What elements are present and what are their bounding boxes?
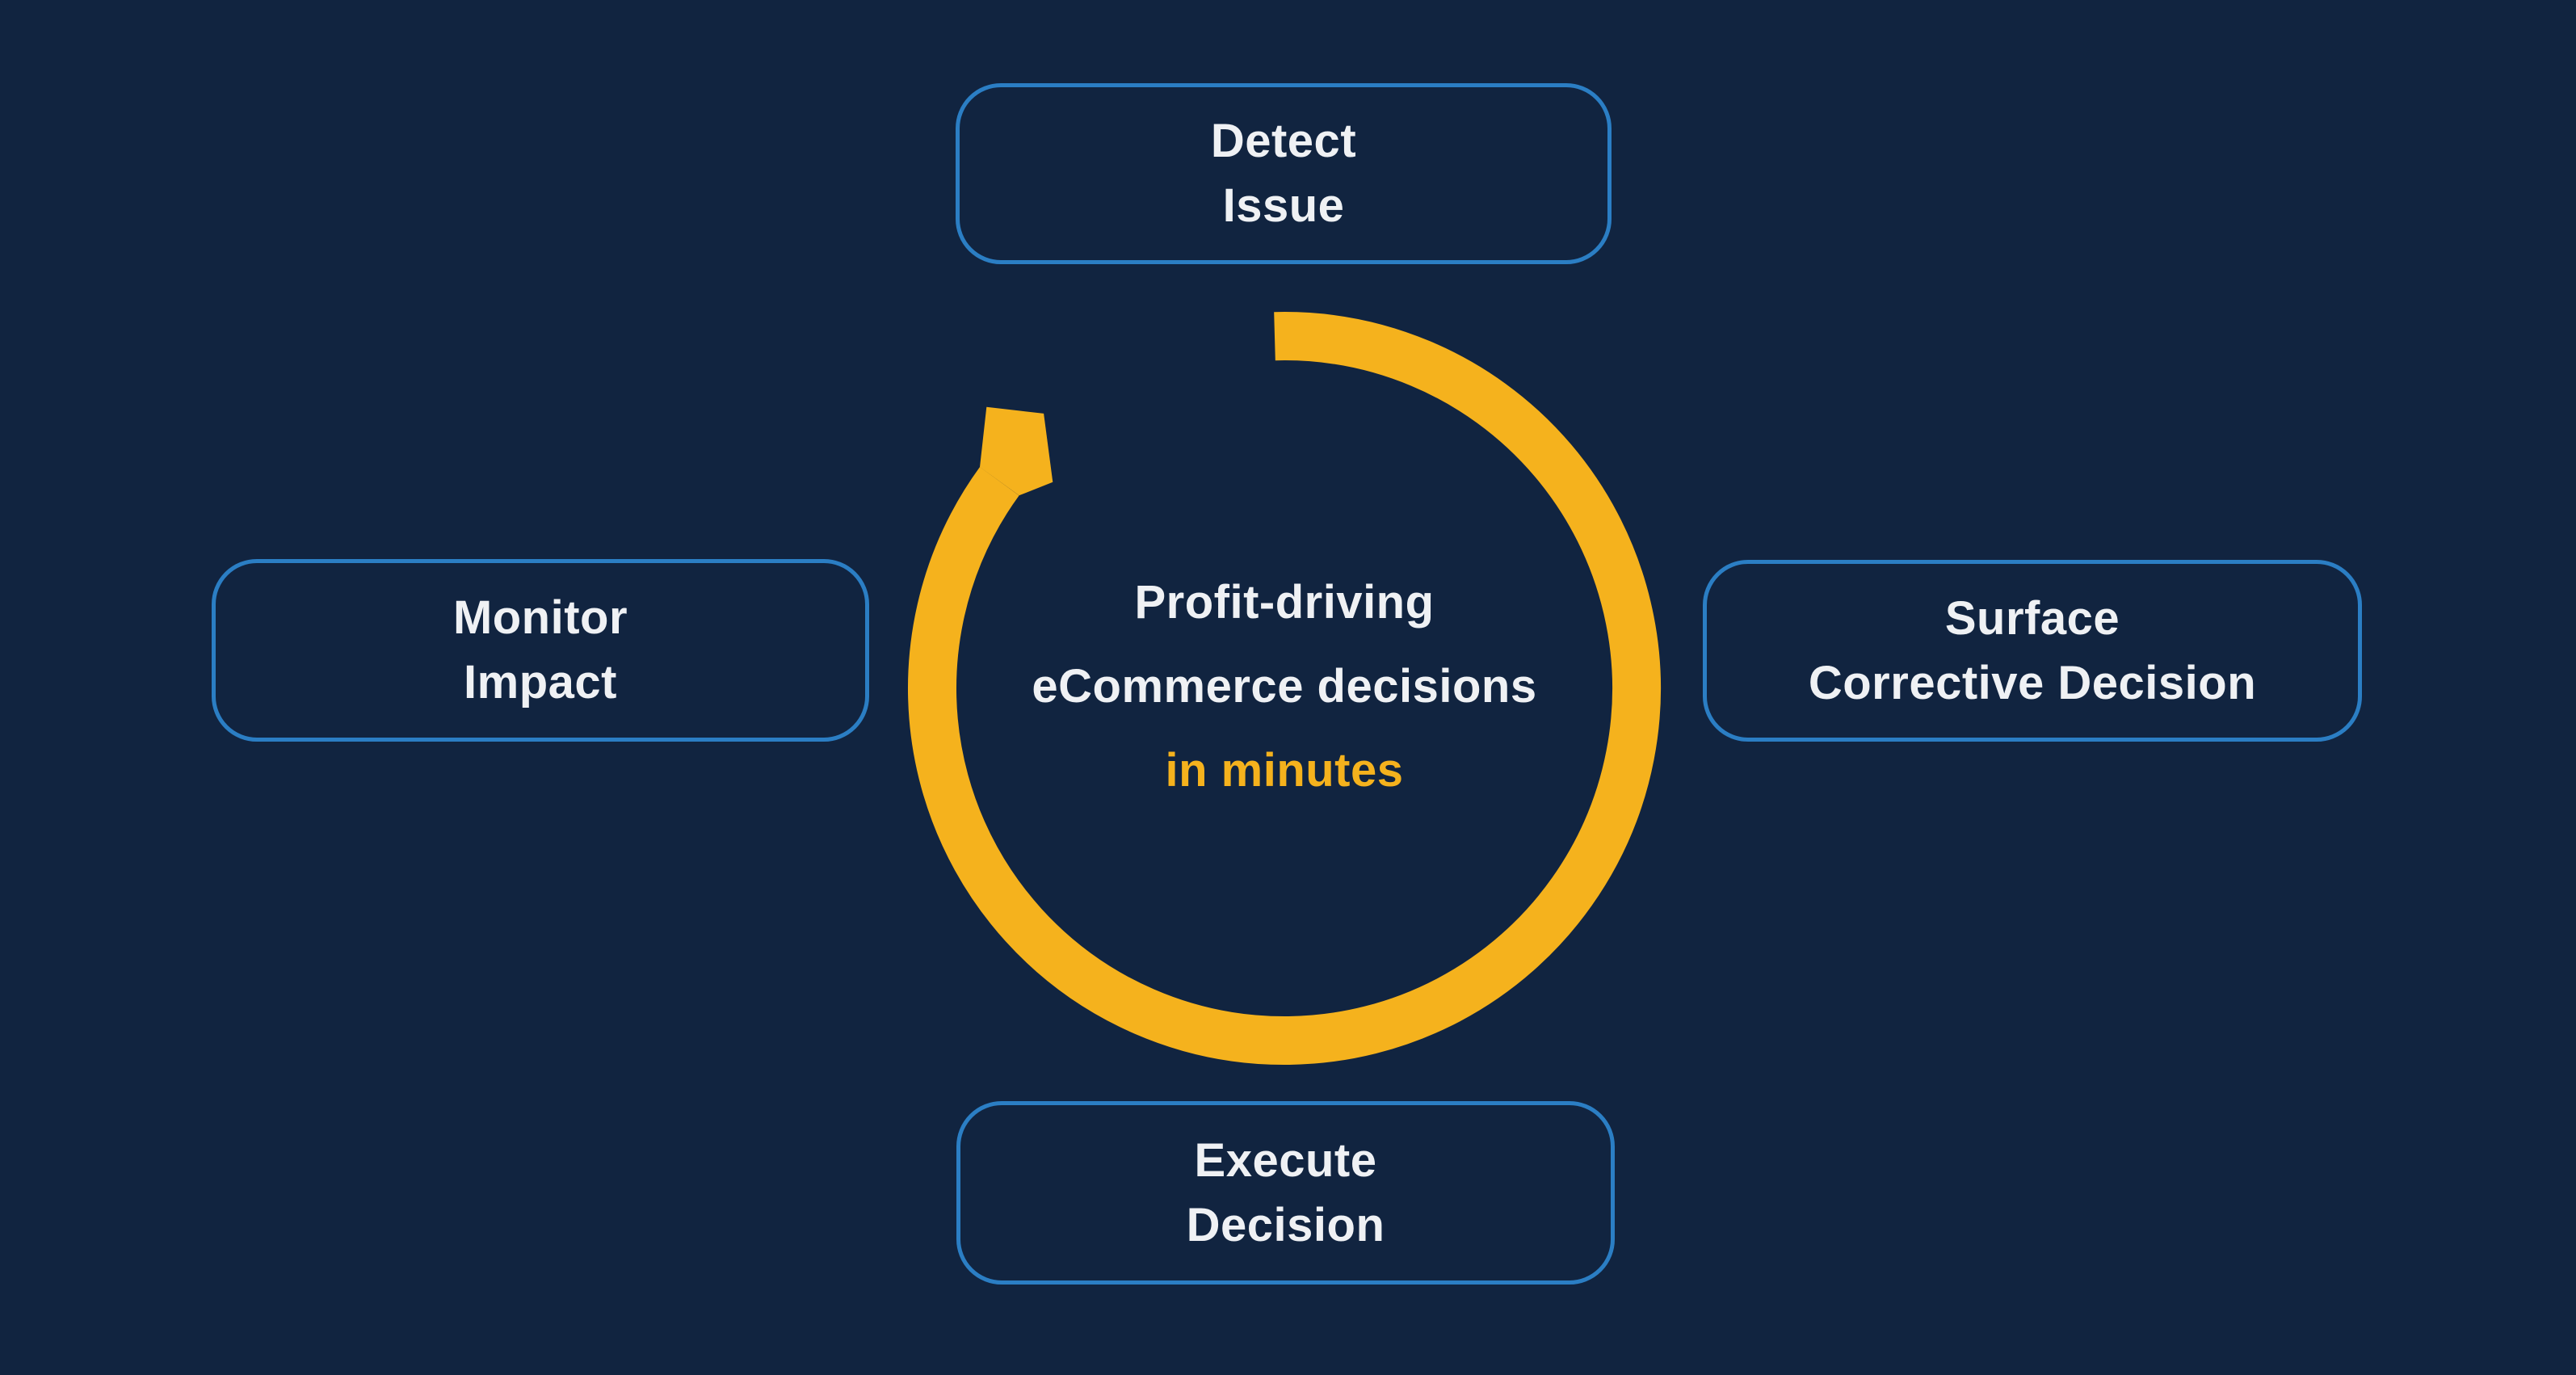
- caption-line-2: eCommerce decisions: [1032, 660, 1537, 713]
- node-label-line: Monitor: [452, 591, 628, 644]
- center-caption: Profit-driving eCommerce decisions in mi…: [800, 561, 1769, 813]
- node-label-line: Corrective Decision: [1808, 656, 2257, 709]
- node-label-line: Impact: [464, 656, 617, 709]
- node-label-line: Detect: [1210, 115, 1357, 167]
- caption-line-3: in minutes: [1165, 744, 1404, 797]
- node-label-line: Issue: [1222, 179, 1345, 232]
- node-execute-decision: Execute Decision: [956, 1101, 1615, 1285]
- node-label-line: Decision: [1186, 1198, 1385, 1251]
- cycle-arrow-arc: [908, 312, 1661, 1066]
- node-label-line: Execute: [1194, 1133, 1377, 1187]
- node-label-line: Surface: [1944, 591, 2120, 645]
- node-monitor-impact: Monitor Impact: [212, 559, 869, 742]
- node-detect-issue: Detect Issue: [956, 83, 1612, 264]
- caption-line-1: Profit-driving: [1134, 576, 1435, 629]
- cycle-arrow-head: [980, 406, 1053, 496]
- node-surface-corrective-decision: Surface Corrective Decision: [1703, 560, 2362, 742]
